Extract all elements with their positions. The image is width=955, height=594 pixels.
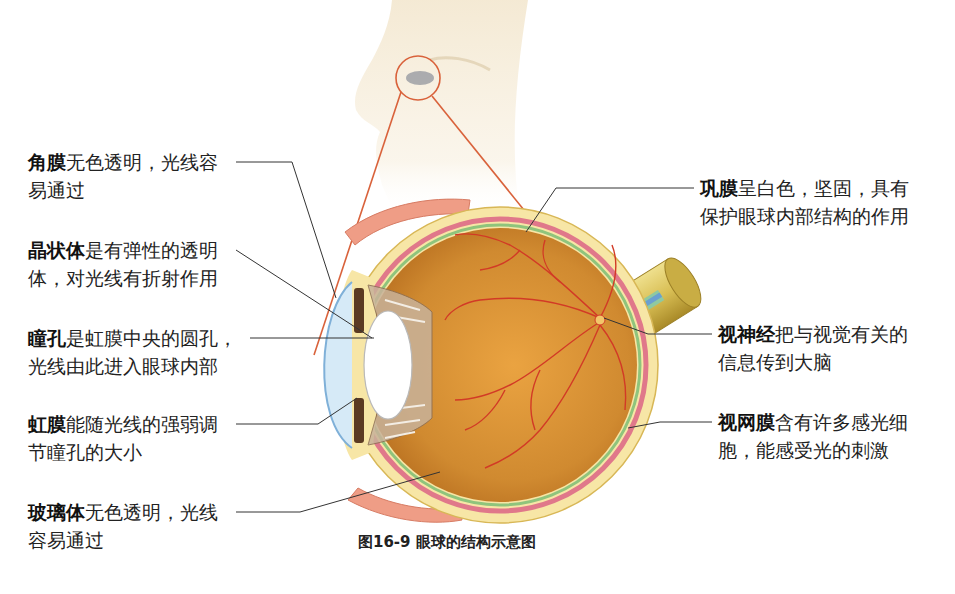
part-name: 视网膜 [718, 411, 775, 433]
callout-label: 视神经把与视觉有关的信息传到大脑 [718, 320, 918, 376]
blood-vessels [445, 234, 626, 468]
part-name: 巩膜 [700, 177, 738, 199]
iris [354, 398, 364, 443]
callout-label: 角膜无色透明，光线容易通过 [28, 148, 228, 204]
part-name: 瞳孔 [28, 327, 66, 349]
eyebrow [430, 58, 490, 70]
retina [360, 225, 640, 505]
callout-label: 巩膜呈白色，坚固，具有保护眼球内部结构的作用 [700, 174, 918, 230]
optic-disc [595, 315, 605, 325]
callout-label: 瞳孔是虹膜中央的圆孔，光线由此进入眼球内部 [28, 324, 242, 380]
choroid [354, 219, 646, 511]
part-name: 视神经 [718, 323, 775, 345]
zoom-circle [396, 56, 440, 100]
figure-caption: 图16-9 眼球的结构示意图 [358, 533, 536, 552]
sclera [342, 207, 658, 523]
part-name: 玻璃体 [28, 501, 85, 523]
part-name: 晶状体 [28, 239, 85, 261]
part-name: 虹膜 [28, 413, 66, 435]
iris [354, 288, 364, 333]
leader-lines [236, 162, 712, 512]
part-name: 角膜 [28, 151, 66, 173]
callout-label: 虹膜能随光线的强弱调节瞳孔的大小 [28, 410, 228, 466]
callout-label: 晶状体是有弹性的透明体，对光线有折射作用 [28, 236, 228, 292]
lens [364, 311, 412, 419]
cornea [324, 282, 352, 448]
vitreous-body [363, 228, 637, 502]
callout-label: 玻璃体无色透明，光线容易通过 [28, 498, 228, 554]
small-eye [406, 71, 434, 85]
callout-label: 视网膜含有许多感光细胞，能感受光的刺激 [718, 408, 918, 464]
